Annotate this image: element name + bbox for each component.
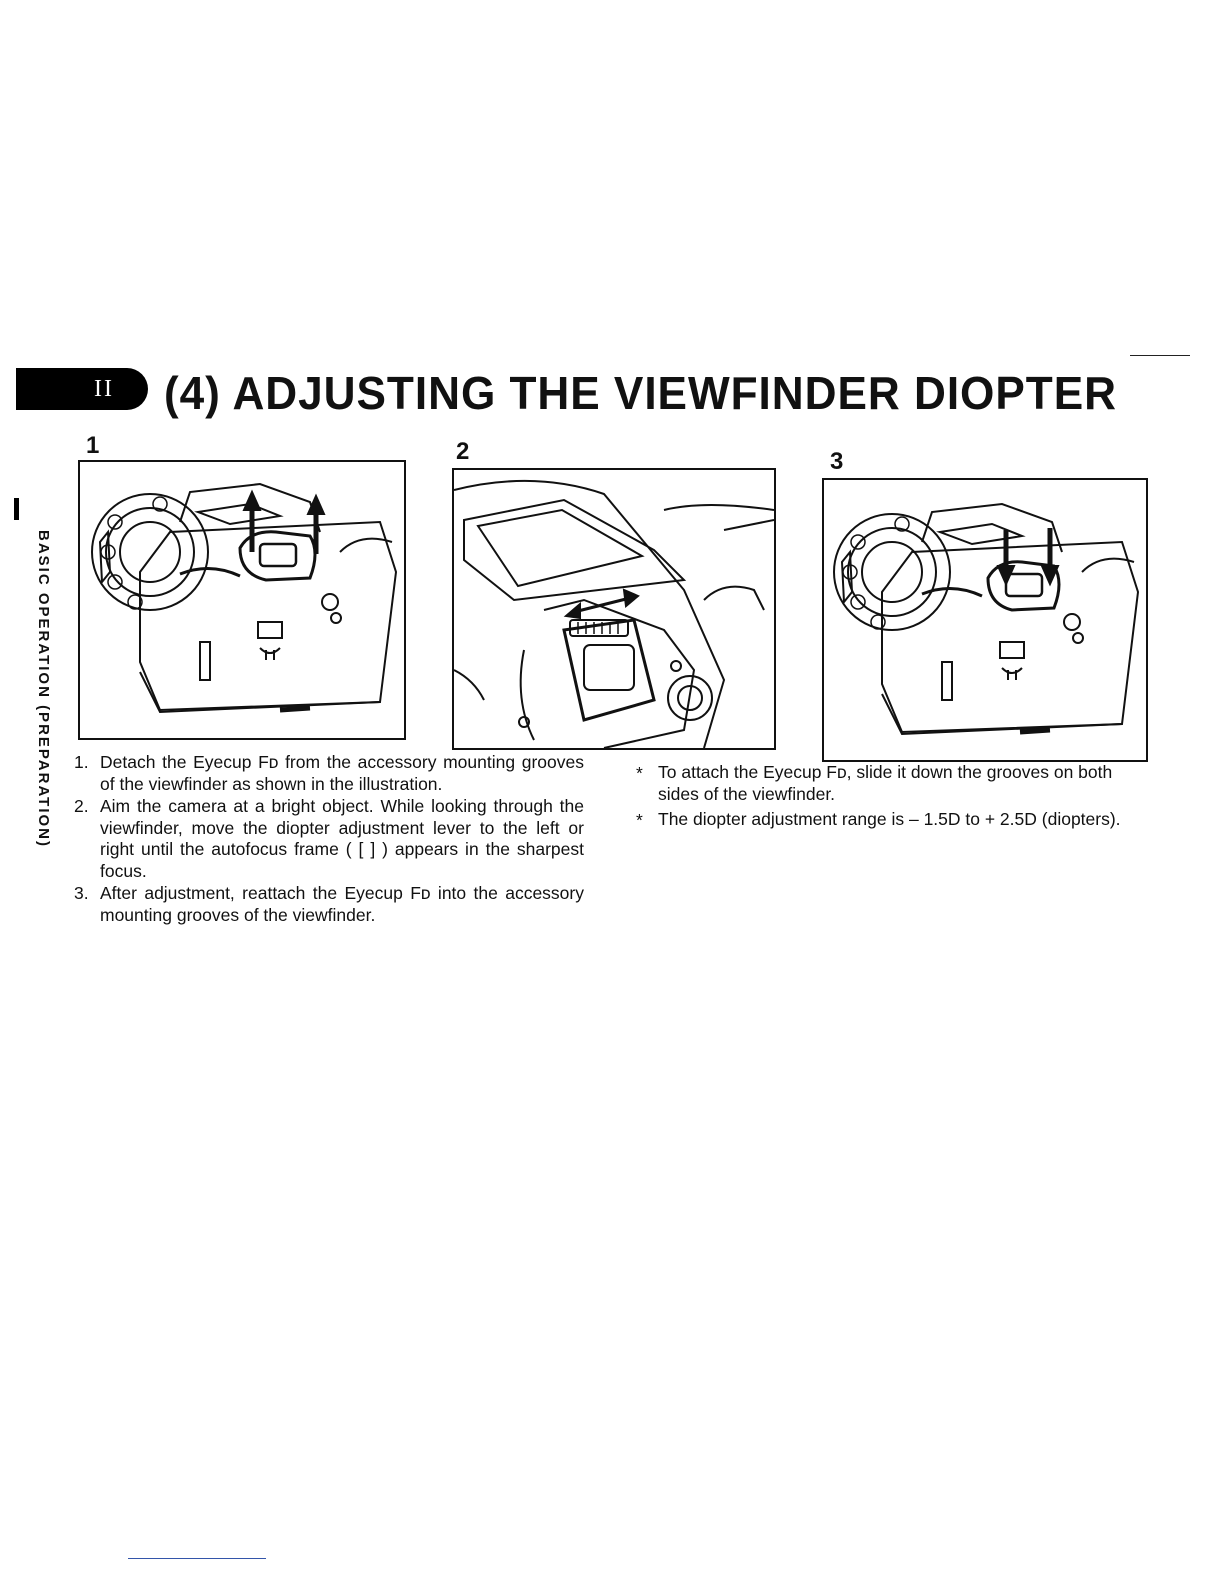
list-item: 3. After adjustment, reattach the Eyecup… [74, 883, 584, 926]
camera-illustration-icon [91, 482, 398, 714]
figure-1-camera-eyecup-removal [78, 460, 406, 740]
instruction-notes: * To attach the Eyecup Fᴅ, slide it down… [634, 762, 1142, 835]
list-item: * To attach the Eyecup Fᴅ, slide it down… [634, 762, 1142, 805]
figure-3-camera-eyecup-attach [822, 478, 1148, 762]
section-tab: II [16, 368, 148, 410]
step-number: 2. [74, 796, 89, 816]
list-item: 1. Detach the Eyecup Fᴅ from the accesso… [74, 752, 584, 795]
bottom-rule [128, 1558, 266, 1559]
note-marker: * [636, 763, 643, 783]
step-text: Aim the camera at a bright object. While… [100, 796, 584, 881]
figure-2-number: 2 [456, 438, 470, 465]
list-item: * The diopter adjustment range is – 1.5D… [634, 809, 1142, 831]
diopter-lever-illustration-icon [454, 479, 774, 748]
figure-2-diopter-lever-closeup [452, 468, 776, 750]
note-marker: * [636, 810, 643, 830]
figure-1-number: 1 [86, 432, 100, 459]
note-text: The diopter adjustment range is – 1.5D t… [658, 809, 1121, 829]
page-title: (4) ADJUSTING THE VIEWFINDER DIOPTER [164, 367, 1117, 419]
top-right-rule [1130, 355, 1190, 356]
step-text: After adjustment, reattach the Eyecup Fᴅ… [100, 883, 584, 925]
step-number: 3. [74, 883, 89, 903]
instruction-steps: 1. Detach the Eyecup Fᴅ from the accesso… [74, 752, 584, 927]
list-item: 2. Aim the camera at a bright object. Wh… [74, 796, 584, 882]
side-section-label: BASIC OPERATION (PREPARATION) [35, 530, 52, 849]
note-text: To attach the Eyecup Fᴅ, slide it down t… [658, 762, 1113, 804]
camera-illustration-icon [833, 502, 1140, 736]
section-tab-label: II [94, 376, 114, 402]
figure-3-number: 3 [830, 448, 844, 475]
step-text: Detach the Eyecup Fᴅ from the accessory … [100, 752, 584, 794]
side-marker-bar [14, 498, 19, 520]
step-number: 1. [74, 752, 89, 772]
